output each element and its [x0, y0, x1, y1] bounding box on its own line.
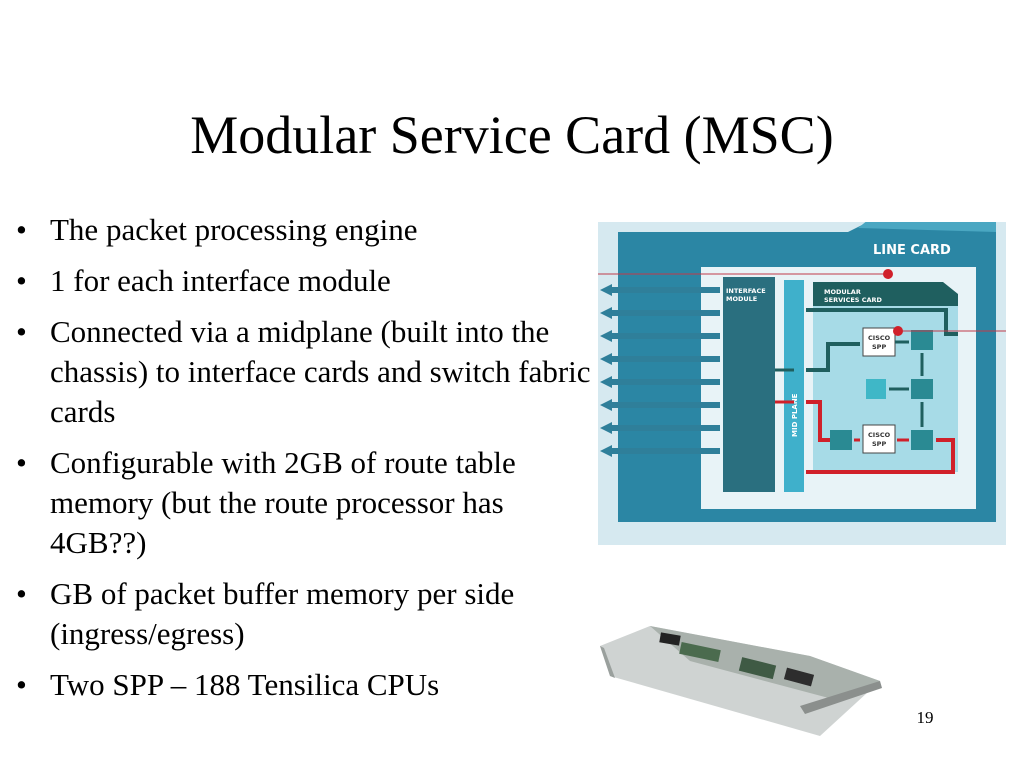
msc-label-1: MODULAR [824, 288, 861, 296]
spp-chip-bottom [862, 424, 896, 454]
bullet-item: The packet processing engine [14, 210, 599, 250]
memory-block [911, 430, 933, 450]
egress-path [806, 308, 958, 336]
midplane-label: MID PLANE [791, 393, 799, 437]
slide-title: Modular Service Card (MSC) [190, 105, 834, 165]
interface-module [723, 277, 775, 492]
annotation-dot [893, 326, 903, 336]
msc-card-photo [600, 626, 882, 736]
bullet-list: The packet processing engine 1 for each … [14, 210, 599, 716]
annotation-dot [883, 269, 893, 279]
spp-top-label-1: CISCO [868, 334, 891, 342]
msc-label-2: SERVICES CARD [824, 296, 883, 304]
line-card-diagram: LINE CARD INTERFACE MODULE MID PLANE MOD… [598, 222, 1006, 545]
spp-top-label-2: SPP [872, 343, 886, 351]
memory-block [866, 379, 886, 399]
ingress-path [806, 438, 955, 474]
spp-bottom-label-1: CISCO [868, 431, 891, 439]
interface-module-label-1: INTERFACE [726, 287, 766, 295]
interface-arrows [600, 284, 720, 457]
bullet-item: GB of packet buffer memory per side (ing… [14, 574, 599, 654]
msc-header [813, 282, 958, 306]
bullet-item: Two SPP – 188 Tensilica CPUs [14, 665, 599, 705]
bullet-item: 1 for each interface module [14, 261, 599, 301]
bullet-item: Configurable with 2GB of route table mem… [14, 443, 599, 563]
memory-block [830, 430, 852, 450]
memory-block [911, 330, 933, 350]
spp-bottom-label-2: SPP [872, 440, 886, 448]
interface-module-label-2: MODULE [726, 295, 757, 303]
page-number: 19 [916, 708, 934, 727]
memory-block [911, 379, 933, 399]
spp-chip-top [862, 327, 896, 357]
line-card-label: LINE CARD [873, 243, 951, 258]
bullet-item: Connected via a midplane (built into the… [14, 312, 599, 432]
midplane [784, 280, 804, 492]
